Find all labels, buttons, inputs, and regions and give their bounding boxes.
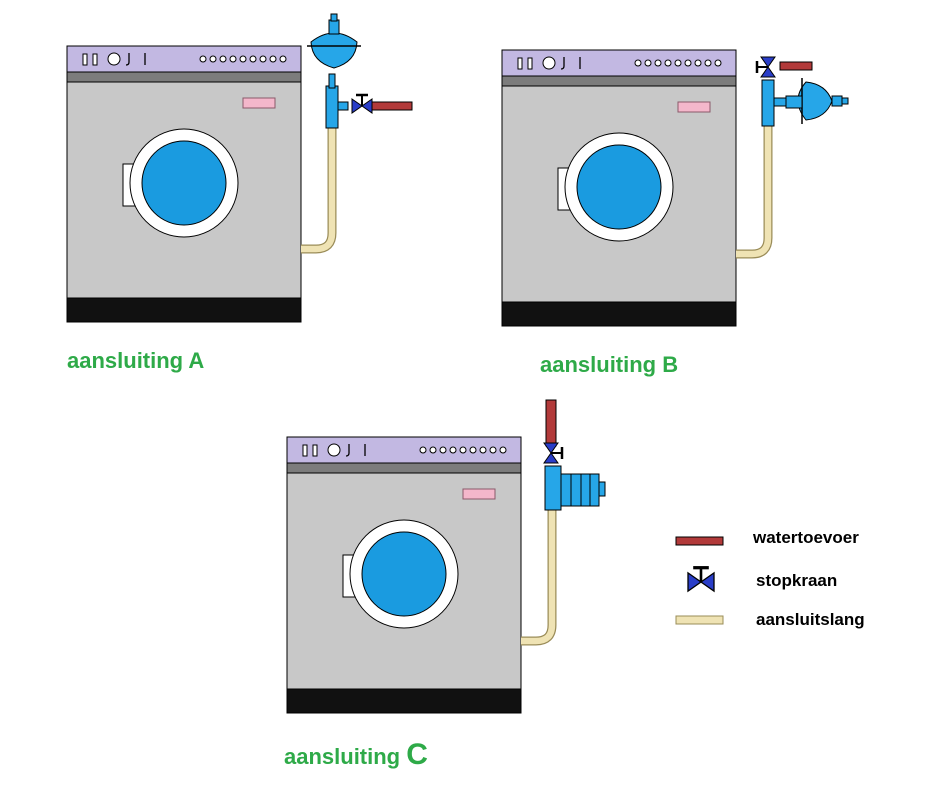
legend-label-aansluitslang: aansluitslang bbox=[756, 610, 865, 629]
legend-label-watertoevoer: watertoevoer bbox=[753, 528, 859, 547]
caption-aansluiting-c: aansluiting C bbox=[284, 738, 428, 772]
caption-a-text: aansluiting bbox=[67, 348, 189, 373]
water-supply-pipe-icon bbox=[675, 536, 724, 546]
caption-aansluiting-b: aansluiting B bbox=[540, 352, 678, 378]
machine-b bbox=[501, 49, 849, 327]
machine-a bbox=[66, 13, 413, 323]
legend bbox=[675, 536, 724, 625]
caption-a-letter: A bbox=[188, 348, 205, 373]
caption-b-letter: B bbox=[662, 352, 679, 377]
machine-c bbox=[286, 399, 606, 714]
connection-hose-icon bbox=[675, 615, 724, 625]
caption-aansluiting-a: aansluiting A bbox=[67, 348, 204, 374]
caption-c-text: aansluiting bbox=[284, 744, 407, 769]
caption-c-letter: C bbox=[406, 738, 428, 771]
stop-valve-icon bbox=[686, 566, 716, 593]
caption-b-text: aansluiting bbox=[540, 352, 663, 377]
legend-label-stopkraan: stopkraan bbox=[756, 571, 838, 590]
